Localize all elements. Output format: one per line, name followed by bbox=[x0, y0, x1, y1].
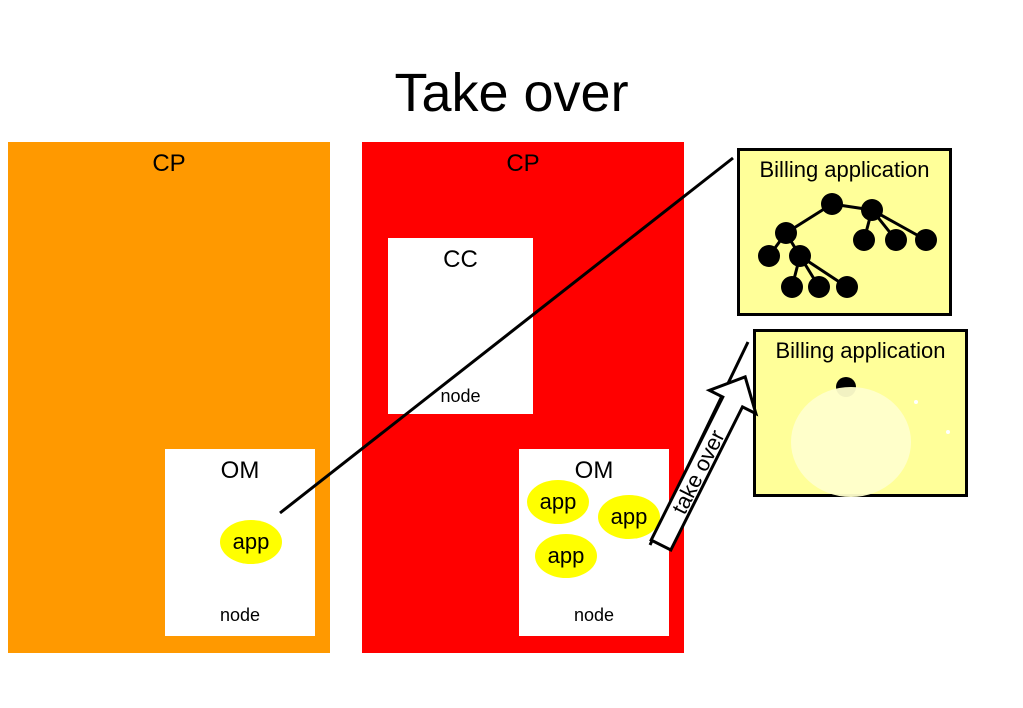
right-app-label-1: app bbox=[539, 489, 577, 514]
right-cp-panel: CP CC node OM app app app node bbox=[362, 142, 684, 653]
billing-application-top: Billing application bbox=[737, 148, 952, 316]
link-line-left-app-to-billing bbox=[279, 156, 734, 515]
left-om-label: OM bbox=[220, 457, 260, 484]
cc-label: CC bbox=[443, 246, 478, 273]
left-app-label: app bbox=[232, 529, 270, 554]
left-om-node-label: node bbox=[219, 605, 261, 625]
right-app-label-3: app bbox=[547, 543, 585, 568]
right-om-label: OM bbox=[574, 457, 614, 484]
cc-node-label: node bbox=[440, 386, 481, 406]
right-om-node: OM app app app node bbox=[519, 449, 669, 636]
left-om-node: OM app node bbox=[165, 449, 315, 636]
right-app-ellipse-3: app bbox=[535, 534, 597, 578]
fading-tree-icon bbox=[791, 377, 950, 497]
right-app-ellipse-2: app bbox=[598, 495, 660, 539]
right-om-node-label: node bbox=[573, 605, 615, 625]
billing-bottom-label: Billing application bbox=[775, 338, 946, 363]
billing-application-bottom: Billing application bbox=[753, 329, 968, 497]
right-cp-label: CP bbox=[506, 150, 540, 177]
billing-top-label: Billing application bbox=[759, 157, 930, 182]
take-over-label: take over bbox=[667, 426, 730, 518]
left-app-ellipse: app bbox=[220, 520, 282, 564]
left-cp-label: CP bbox=[152, 150, 186, 177]
left-cp-panel: CP OM app node bbox=[8, 142, 330, 653]
take-over-arrow bbox=[649, 374, 759, 552]
page-title: Take over bbox=[394, 63, 629, 123]
right-app-ellipse-1: app bbox=[527, 480, 589, 524]
cc-node: CC node bbox=[388, 238, 533, 414]
right-app-label-2: app bbox=[610, 504, 648, 529]
process-tree-icon bbox=[758, 193, 937, 298]
